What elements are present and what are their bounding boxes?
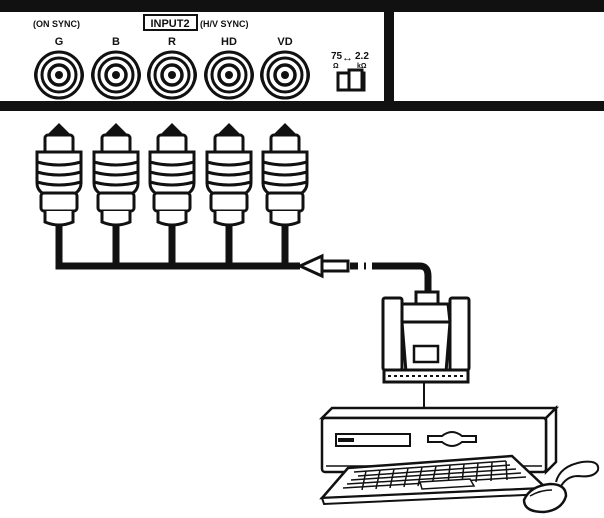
switch-right-unit: kΩ [357, 63, 367, 70]
bnc-plug-icon-g [37, 135, 81, 225]
bnc-plug-icon-vd [263, 135, 307, 225]
switch-left-unit: Ω [333, 63, 339, 70]
switch-left-value: 75 [331, 51, 343, 62]
vga-cable [350, 262, 432, 296]
panel-bottom-edge [0, 101, 604, 111]
keyboard-icon [319, 454, 550, 506]
bnc-plug-icon-hd [207, 135, 251, 225]
hv-sync-label: (H/V SYNC) [200, 19, 249, 29]
vga-plug-icon [381, 290, 471, 412]
bnc-socket-icon-r [146, 50, 198, 100]
switch-right-value: 2.2 [355, 51, 369, 62]
connector-label-g: G [55, 36, 64, 48]
bnc-socket-icon-b [90, 50, 142, 100]
connector-label-hd: HD [221, 36, 237, 48]
on-sync-label: (ON SYNC) [33, 19, 80, 29]
slide-switch-icon[interactable] [336, 68, 366, 92]
bnc-plug-icon-r [150, 135, 194, 225]
cable-wires [55, 222, 300, 270]
bnc-socket-icon-hd [203, 50, 255, 100]
panel-top-edge [0, 0, 604, 12]
rear-panel: (ON SYNC) INPUT2 (H/V SYNC) G B R HD VD … [0, 0, 604, 111]
connector-label-vd: VD [277, 36, 292, 48]
bnc-socket-icon-g [33, 50, 85, 100]
bnc-socket-icon-vd [259, 50, 311, 100]
signal-direction-arrow-icon [296, 253, 350, 279]
connector-label-b: B [112, 36, 120, 48]
switch-arrow: ↔ [342, 52, 353, 64]
termination-switch[interactable]: 75 ↔ 2.2 Ω kΩ [331, 51, 369, 92]
input2-label-box [143, 14, 198, 31]
input2-label: INPUT2 [150, 18, 189, 30]
connector-label-r: R [168, 36, 176, 48]
mouse-icon [522, 460, 600, 514]
bnc-plug-icon-b [94, 135, 138, 225]
panel-right-edge [384, 0, 394, 111]
